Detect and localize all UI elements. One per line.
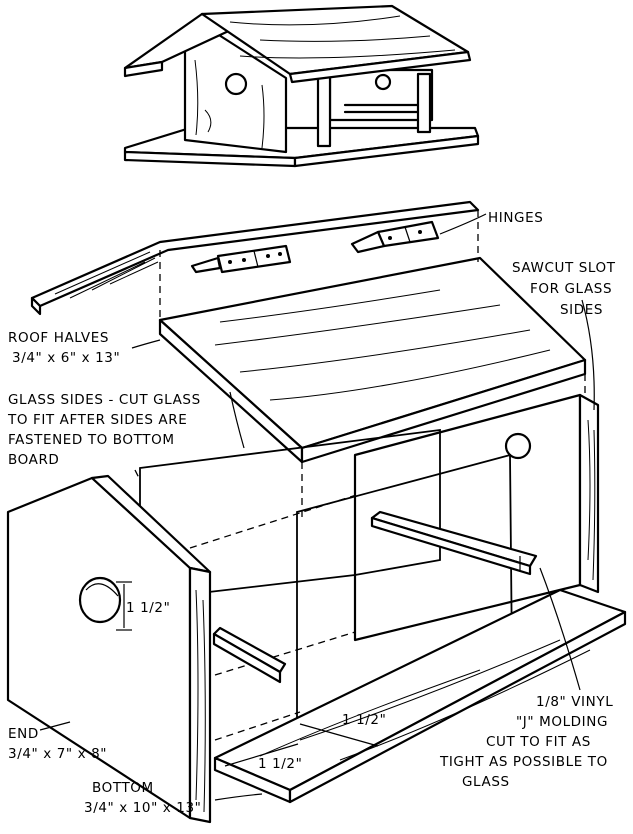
front-end-wall bbox=[6, 474, 212, 824]
label-vinyl-line-1: 1/8" VINYL bbox=[536, 694, 613, 710]
vinyl-j-molding bbox=[212, 510, 538, 684]
label-glass-sides-line-4: BOARD bbox=[8, 452, 59, 468]
hinge-right bbox=[350, 220, 440, 254]
back-end-wall bbox=[353, 393, 600, 642]
label-glass-sides-line-1: GLASS SIDES - CUT GLASS bbox=[8, 392, 201, 408]
label-hinges: HINGES bbox=[488, 210, 543, 226]
label-glass-sides-line-3: FASTENED TO BOTTOM bbox=[8, 432, 175, 448]
label-vinyl-line-3: CUT TO FIT AS bbox=[486, 734, 591, 750]
label-dim-gap-2: 1 1/2" bbox=[258, 756, 302, 772]
label-bottom-line-1: BOTTOM bbox=[92, 780, 154, 796]
label-vinyl-line-4: TIGHT AS POSSIBLE TO bbox=[439, 754, 608, 770]
bottom-board bbox=[213, 588, 627, 804]
label-dim-hole: 1 1/2" bbox=[126, 600, 170, 616]
leader-lines bbox=[39, 213, 595, 801]
label-sawcut-line-1: SAWCUT SLOT bbox=[512, 260, 616, 276]
label-sawcut-line-2: FOR GLASS bbox=[530, 281, 612, 297]
label-end-line-1: END bbox=[8, 726, 39, 742]
assembled-birdhouse bbox=[123, 4, 480, 168]
dimension-marks bbox=[116, 581, 379, 767]
annotation-labels: HINGES SAWCUT SLOT FOR GLASS SIDES ROOF … bbox=[7, 210, 616, 816]
label-vinyl-line-2: "J" MOLDING bbox=[516, 714, 608, 730]
label-roof-halves-line-2: 3/4" x 6" x 13" bbox=[12, 350, 120, 366]
label-glass-sides-line-2: TO FIT AFTER SIDES ARE bbox=[7, 412, 187, 428]
label-roof-halves-line-1: ROOF HALVES bbox=[8, 330, 109, 346]
label-bottom-line-2: 3/4" x 10" x 13" bbox=[84, 800, 201, 816]
label-end-line-2: 3/4" x 7" x 8" bbox=[8, 746, 107, 762]
label-vinyl-line-5: GLASS bbox=[462, 774, 510, 790]
label-dim-gap-1: 1 1/2" bbox=[342, 712, 386, 728]
hinge-left bbox=[190, 244, 292, 274]
label-sawcut-line-3: SIDES bbox=[560, 302, 603, 318]
